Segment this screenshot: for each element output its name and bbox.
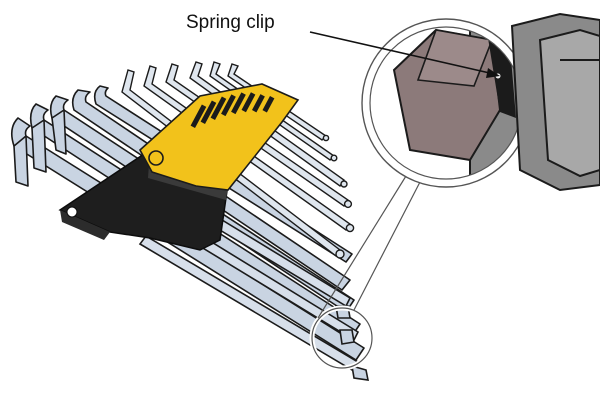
magnify-leader-line — [317, 175, 407, 319]
holder-hanger-hole — [66, 206, 78, 218]
hex-key — [189, 61, 345, 187]
socket-wrench-body — [510, 12, 600, 192]
key-holder — [58, 83, 300, 251]
holder-badge — [148, 150, 164, 166]
callout-arrow — [309, 31, 495, 75]
ball-end-keys — [121, 61, 355, 259]
holder-yellow-clip — [138, 83, 300, 191]
callout-label: Spring clip — [186, 12, 275, 33]
magnify-leader-line — [353, 181, 421, 311]
magnified-view — [361, 18, 531, 188]
